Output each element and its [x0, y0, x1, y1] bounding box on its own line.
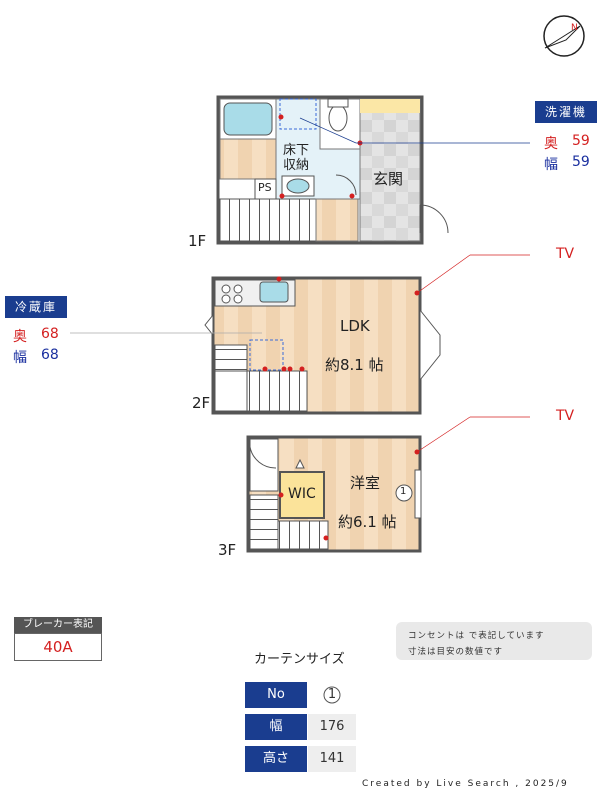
- breaker-value: 40A: [14, 633, 102, 661]
- room-genkan: 玄関: [373, 170, 404, 188]
- curtain-number-marker: [323, 686, 341, 704]
- room-underfloor-storage: 床下 収納: [283, 143, 310, 173]
- fridge-width-label: 幅: [13, 350, 27, 366]
- floor-2f-plan: [70, 254, 530, 415]
- curtain-row-no-label: No: [245, 682, 307, 708]
- curtain-row-height-value: 141: [308, 746, 356, 772]
- notes-line-1: コンセントは で表記しています: [408, 631, 545, 641]
- tv-label-2f: TV: [556, 246, 575, 262]
- floor-label-1f: 1F: [188, 232, 207, 250]
- washer-depth-label: 奥: [544, 136, 558, 152]
- notes-line-2: 寸法は目安の数値です: [408, 647, 504, 657]
- floor-1f-plan: [216, 95, 530, 245]
- window-number-marker: [395, 484, 413, 502]
- curtain-row-height-label: 高さ: [245, 746, 307, 772]
- tv-label-3f: TV: [556, 408, 575, 424]
- curtain-title: カーテンサイズ: [254, 652, 345, 667]
- washer-width-value: 59: [572, 154, 590, 170]
- room-wic: WIC: [288, 486, 316, 502]
- curtain-row-width-value: 176: [308, 714, 356, 740]
- svg-text:N: N: [571, 23, 578, 33]
- room-ldk: LDK: [340, 317, 370, 335]
- floor-label-3f: 3F: [218, 541, 237, 559]
- washer-title: 洗濯機: [535, 101, 597, 123]
- window-number: 1: [400, 486, 407, 497]
- fridge-depth-value: 68: [41, 326, 59, 342]
- curtain-row-no-value: 1: [327, 687, 337, 702]
- breaker-title: ブレーカー表記: [14, 617, 102, 633]
- floor-3f-plan: [246, 416, 530, 553]
- room-ps: PS: [258, 181, 272, 194]
- curtain-row-width-label: 幅: [245, 714, 307, 740]
- room-youshitsu-size: 約6.1 帖: [338, 513, 397, 531]
- room-youshitsu: 洋室: [350, 474, 381, 492]
- credit-text: Created by Live Search , 2025/9: [362, 779, 569, 789]
- washer-width-label: 幅: [544, 157, 558, 173]
- room-ldk-size: 約8.1 帖: [325, 356, 384, 374]
- compass-icon: N: [543, 15, 585, 57]
- notes-box: コンセントは で表記しています 寸法は目安の数値です: [396, 622, 592, 660]
- fridge-title: 冷蔵庫: [5, 296, 67, 318]
- floor-label-2f: 2F: [192, 394, 211, 412]
- fridge-depth-label: 奥: [13, 329, 27, 345]
- fridge-width-value: 68: [41, 347, 59, 363]
- washer-depth-value: 59: [572, 133, 590, 149]
